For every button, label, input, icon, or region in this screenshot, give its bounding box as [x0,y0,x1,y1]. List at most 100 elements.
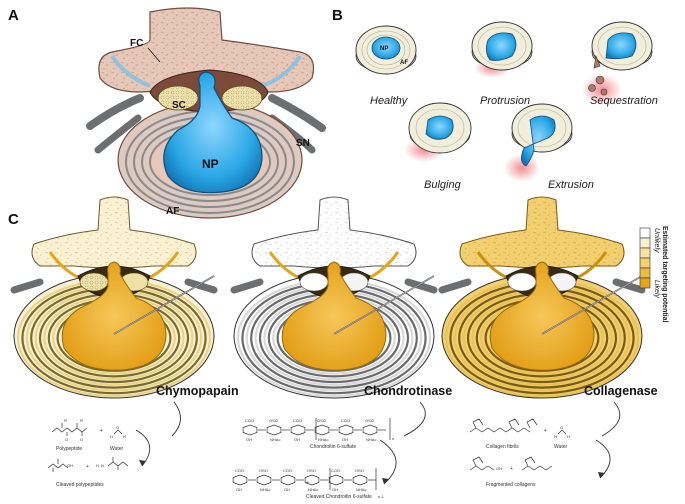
enzyme-chondrotinase: Chondrotinase [364,384,452,398]
disc-healthy: NP AF [355,25,417,75]
substrate-chondroitin: Chondroitin 6-sulfate [310,444,356,450]
disc-protrusion [471,21,533,78]
spine-chymopapain [10,196,218,399]
plus-3: + [544,428,547,434]
spinal-cord-right [221,85,263,111]
state-label-healthy: Healthy [370,95,409,107]
sugar-ring [338,424,354,436]
pointer-fc [147,47,161,63]
chem-h-water4: H [567,434,570,439]
chem-sub-label: OH [284,487,290,492]
reaction-chymopapain: R R O O + O H H Polypeptide Water OH + H… [47,418,129,488]
reaction-collagenase: + O H H Collagen fibrils Water OH + Frag… [469,418,570,488]
facet-capsule-left [110,54,151,88]
chem-sub-label: NHAc [308,487,318,492]
panel-letter-a: A [8,7,19,24]
chem-h-water2: H [123,434,126,439]
label-sn: SN [296,138,310,149]
spinal-nerve-left-2 [94,114,142,154]
chem-o2: O [80,437,83,442]
chem-sub-label: NHAc [366,437,376,442]
legend-title: Estimated targeting potential [661,226,668,323]
sugar-ring [232,474,248,486]
chem-h-1: H [96,463,99,468]
repeat-bracket [315,418,391,440]
water-label-2: Water [554,444,567,450]
chem-o-water2: O [560,425,563,430]
fragment-structure-2 [521,456,553,471]
legend-swatch [639,257,651,269]
chem-sub-label: OH [332,487,338,492]
sugar-ring [290,424,306,436]
chem-sub-label: OH [342,437,348,442]
chem-sub-label: COO [293,418,302,423]
sugar-ring [242,424,258,436]
chem-n1-subscript: n-1 [378,494,385,499]
legend-swatch [639,267,651,279]
chem-sub-label: OSO [259,468,268,473]
chem-sub-label: COO [331,468,340,473]
chem-h-water1: H [110,434,113,439]
facet-capsule-right [261,54,302,88]
spinal-nerve-right [268,94,326,132]
fragment-structure-1 [469,456,495,471]
sugar-ring [280,474,296,486]
chem-n-subscript: n [392,436,394,441]
targeting-legend: Estimated targeting potential Unlikely L… [639,226,668,323]
chem-sub-label: COO [235,468,244,473]
chem-o1: O [65,437,68,442]
substrate-collagen: Collagen fibrils [486,444,519,450]
panel-a: A FC SC NP SN AF [8,7,326,219]
chem-sub-label: OSO [365,418,374,423]
legend-swatch [639,237,651,249]
water-structure-2 [557,429,567,435]
sugar-ring [314,424,330,436]
label-sc: SC [172,100,186,111]
chem-sub-label: COO [245,418,254,423]
legend-unlikely: Unlikely [653,228,660,253]
chem-sub-label: OH [236,487,242,492]
chem-n-1: N [101,463,104,468]
chem-sub-label: NHAc [270,437,280,442]
chem-sub-label: COO [283,468,292,473]
plus-2: + [86,464,89,470]
arrowhead-chymo [139,460,146,466]
collagen-structure [469,418,538,433]
enzyme-chymopapain: Chymopapain [156,384,239,398]
chem-oh-2: OH [496,466,502,471]
spinal-nerve-left [86,94,144,130]
label-fc: FC [130,38,143,49]
chem-oh-1: OH [67,463,73,468]
water-label-1: Water [110,446,123,452]
sugar-ring [362,424,378,436]
disc-np-label: NP [380,46,388,52]
panel-c: C Chymopapain [8,196,668,500]
spine-chondrotinase [230,196,438,399]
chem-o-water: O [116,425,119,430]
legend-swatch [639,277,651,289]
chem-sub-label: OSO [269,418,278,423]
spinal-cord [157,85,199,111]
product-collagens: Fragmented collagens [486,482,536,488]
plus-4: + [510,466,513,472]
polypeptide-structure [51,423,88,436]
state-label-protrusion: Protrusion [480,95,530,107]
arrow-colla [601,401,621,437]
plus-chondro: + [306,480,309,486]
panel-letter-c: C [8,211,19,228]
spine-collagenase [438,196,646,399]
arrowhead-colla [598,472,605,478]
sugar-ring [266,424,282,436]
plus-1: + [100,428,103,434]
chem-sub-label: NHAc [260,487,270,492]
state-label-extrusion: Extrusion [548,179,594,191]
substrate-polypeptide: Polypeptide [56,446,82,452]
state-label-sequestration: Sequestration [590,95,658,107]
chem-r1: R [64,418,67,423]
cleaved-structure-1 [47,459,69,472]
chem-r2: R [80,418,83,423]
chem-sub-label: OH [246,437,252,442]
